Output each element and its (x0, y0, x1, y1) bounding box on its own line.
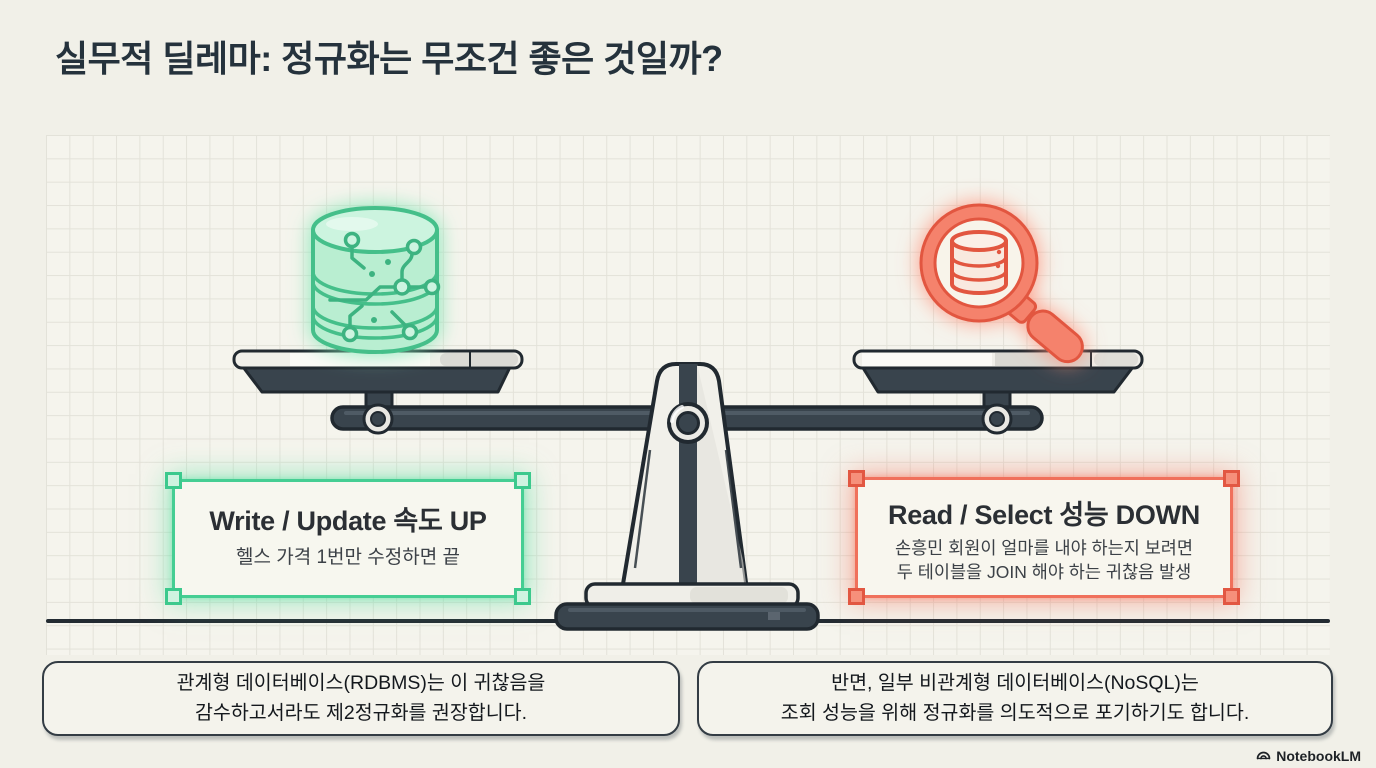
read-select-card: Read / Select 성능 DOWN 손흥민 회원이 얼마를 내야 하는지… (848, 470, 1240, 605)
corner-handle (1223, 588, 1240, 605)
corner-handle (848, 588, 865, 605)
corner-handle (514, 472, 531, 489)
ground-line (46, 619, 1330, 623)
read-select-card-subtitle: 손흥민 회원이 얼마를 내야 하는지 보려면 두 테이블을 JOIN 해야 하는… (858, 537, 1230, 584)
rdbms-note-line2: 감수하고서라도 제2정규화를 권장합니다. (194, 701, 528, 724)
write-update-card: Write / Update 속도 UP 헬스 가격 1번만 수정하면 끝 (165, 472, 531, 605)
corner-handle (848, 470, 865, 487)
rdbms-note-line1: 관계형 데이터베이스(RDBMS)는 이 귀찮음을 (176, 672, 546, 695)
write-update-card-title: Write / Update 속도 UP (209, 506, 487, 536)
corner-handle (165, 588, 182, 605)
rdbms-note-box: 관계형 데이터베이스(RDBMS)는 이 귀찮음을 감수하고서라도 제2정규화를… (42, 661, 680, 736)
read-select-card-title: Read / Select 성능 DOWN (888, 500, 1200, 530)
write-update-card-subtitle: 헬스 가격 1번만 수정하면 끝 (236, 547, 460, 568)
corner-handle (514, 588, 531, 605)
corner-handle (1223, 470, 1240, 487)
nosql-note-line1: 반면, 일부 비관계형 데이터베이스(NoSQL)는 (831, 672, 1199, 695)
footer-brand: NotebookLM (1255, 747, 1361, 764)
read-select-card-line2: 두 테이블을 JOIN 해야 하는 귀찮음 발생 (896, 561, 1192, 582)
read-select-card-line1: 손흥민 회원이 얼마를 내야 하는지 보려면 (894, 538, 1193, 558)
corner-handle (165, 472, 182, 489)
page-title: 실무적 딜레마: 정규화는 무조건 좋은 것일까? (55, 38, 723, 79)
nosql-note-box: 반면, 일부 비관계형 데이터베이스(NoSQL)는 조회 성능을 위해 정규화… (697, 661, 1333, 736)
nosql-note-line2: 조회 성능을 위해 정규화를 의도적으로 포기하기도 합니다. (780, 701, 1250, 724)
notebooklm-logo-icon (1256, 751, 1271, 760)
footer-brand-label: NotebookLM (1276, 747, 1361, 764)
